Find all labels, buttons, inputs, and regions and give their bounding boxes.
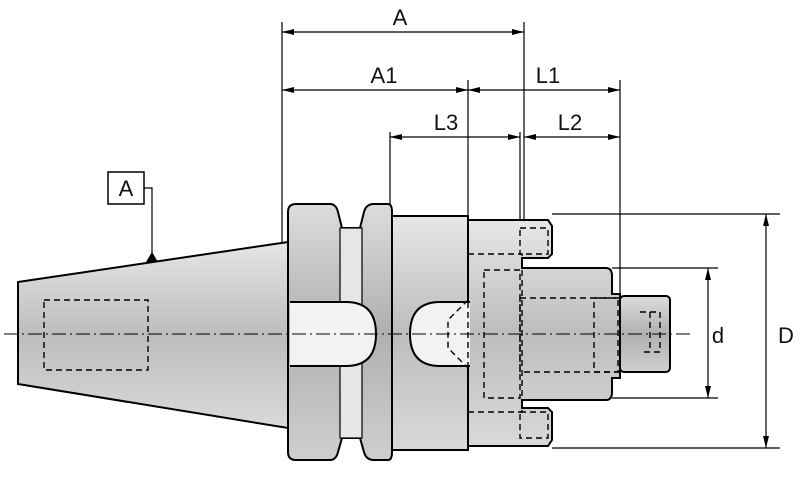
shaft-hidden xyxy=(519,297,619,373)
rear-bore xyxy=(43,299,149,371)
dimension-lines xyxy=(282,29,769,448)
label-L2: L2 xyxy=(558,110,582,135)
label-A: A xyxy=(393,5,408,30)
socket-hidden xyxy=(467,253,523,413)
datum-triangle xyxy=(146,252,158,262)
slot-bottom xyxy=(519,411,549,439)
slot-top xyxy=(519,227,549,255)
label-L1: L1 xyxy=(536,63,560,88)
drive-hidden xyxy=(593,297,621,373)
label-d: d xyxy=(712,323,724,348)
taper-shank xyxy=(17,240,289,430)
datum-reference xyxy=(107,171,158,262)
label-datum: A xyxy=(119,176,134,201)
extension-lines xyxy=(281,22,780,449)
datum-box xyxy=(107,171,145,205)
label-A1: A1 xyxy=(371,63,398,88)
label-D: D xyxy=(778,323,794,348)
holder-body xyxy=(4,203,690,461)
label-L3: L3 xyxy=(434,110,458,135)
datum-leader xyxy=(144,187,153,258)
dimension-labels: A A1 L1 L3 L2 d D A xyxy=(119,5,794,348)
